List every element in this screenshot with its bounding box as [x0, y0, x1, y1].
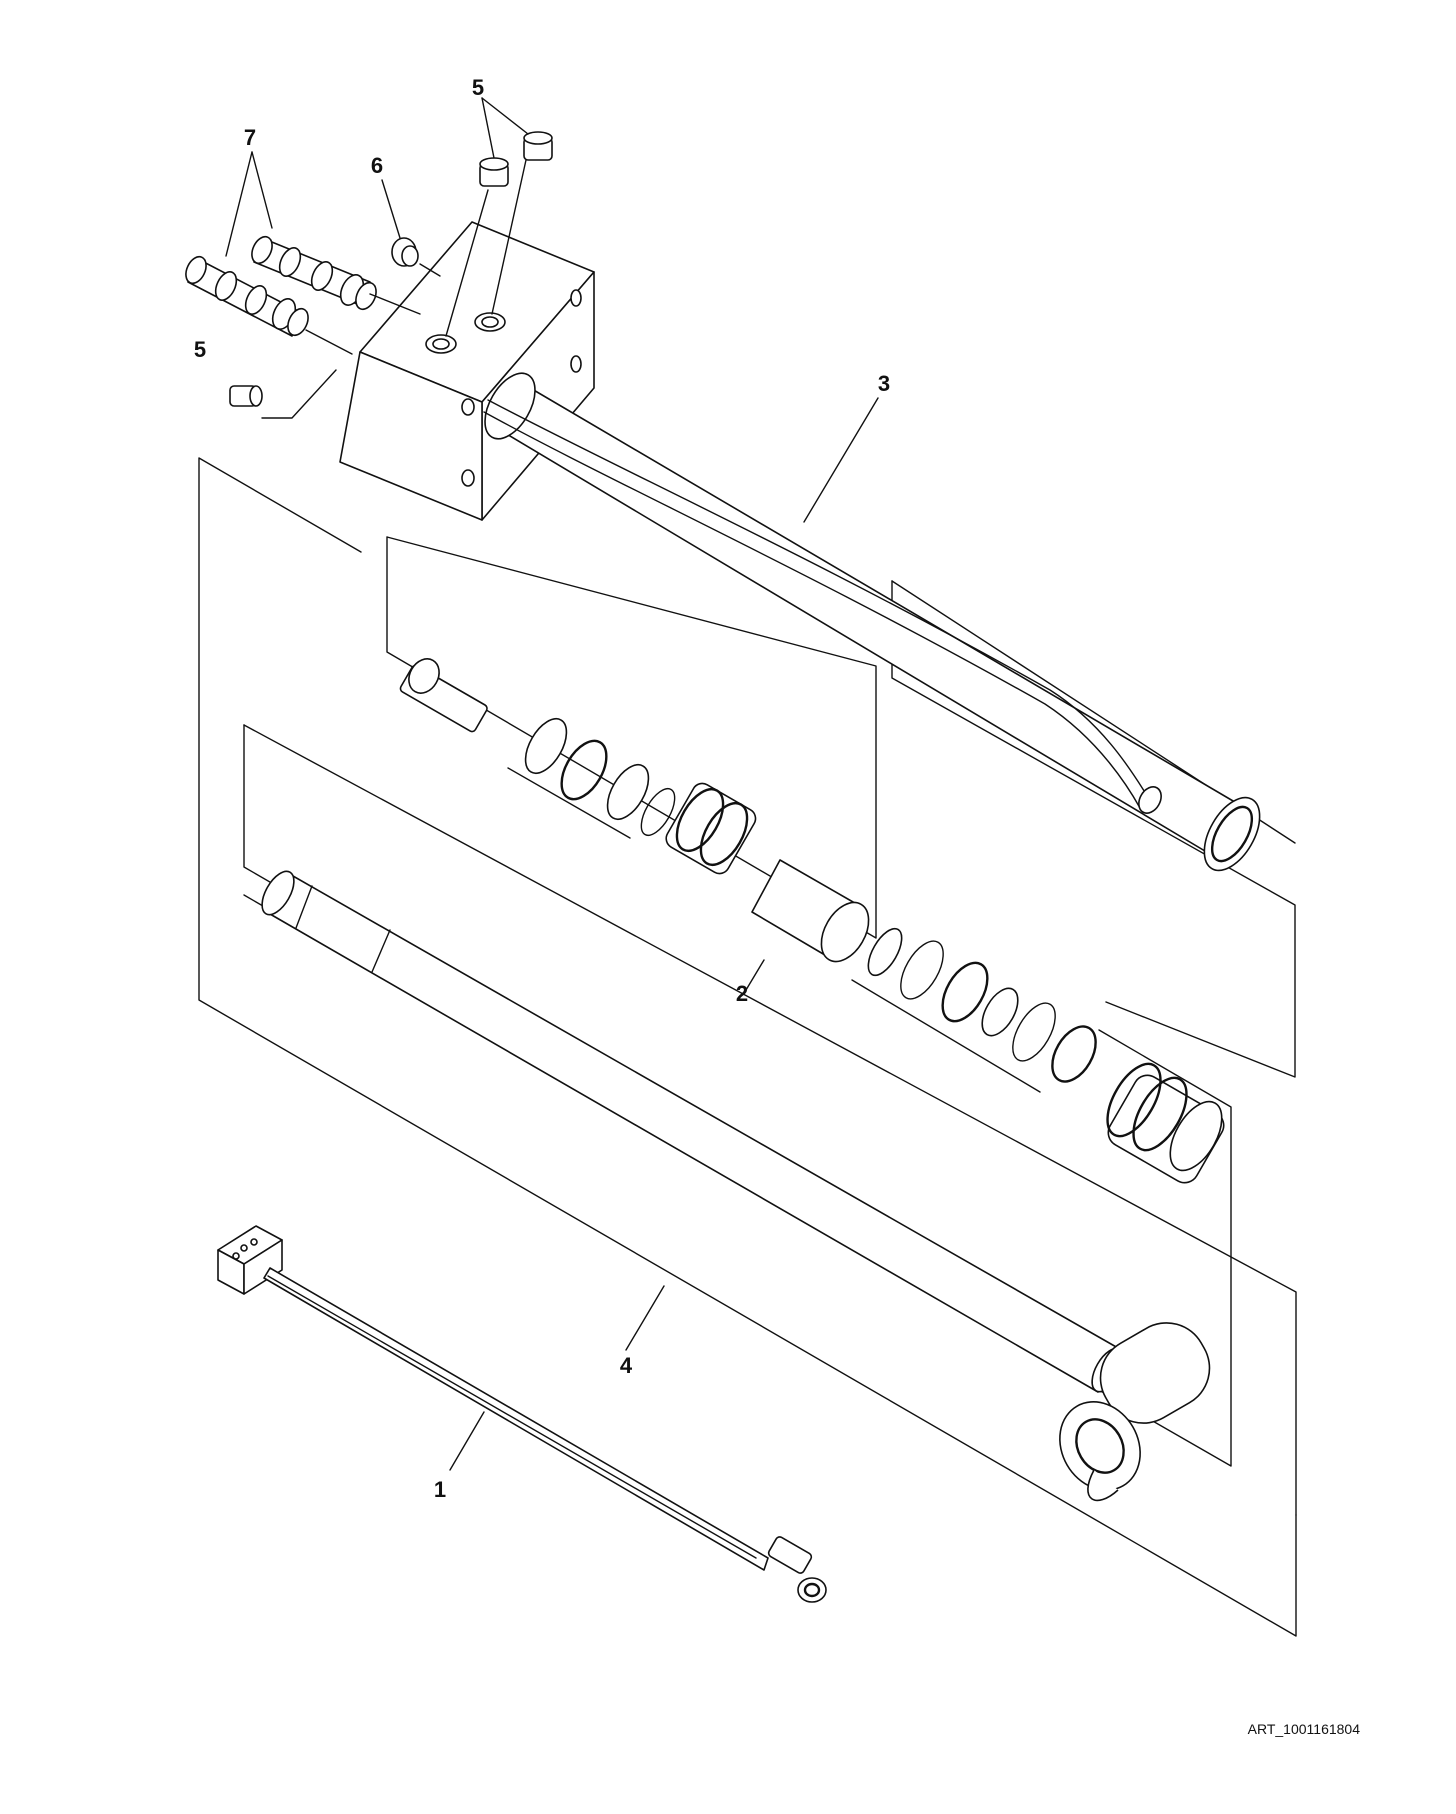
callout-2: 2 — [735, 981, 749, 1006]
callout-3: 3 — [877, 371, 891, 396]
cartridge-valve-lower — [185, 255, 309, 337]
plug-top-right — [523, 131, 553, 161]
callout-6: 6 — [370, 153, 384, 178]
seal-plug — [391, 237, 419, 267]
plug-top-left — [479, 157, 509, 187]
callout-5-side: 5 — [193, 337, 207, 362]
valve-block — [339, 221, 595, 521]
art-reference-id: ART_1001161804 — [1247, 1721, 1360, 1737]
rod-eye — [1059, 1322, 1211, 1502]
cylinder-barrel — [483, 372, 1261, 872]
callout-4: 4 — [619, 1353, 633, 1378]
callout-1: 1 — [433, 1477, 447, 1502]
position-sensor — [217, 1225, 827, 1603]
callout-5-top: 5 — [471, 75, 485, 100]
callout-leaders — [225, 97, 879, 1471]
bracket-frame-outer — [198, 457, 1297, 1637]
seal-kit — [399, 658, 1097, 1083]
cartridge-valve-upper — [251, 235, 377, 311]
piston-head — [1106, 1062, 1225, 1184]
callout-7: 7 — [243, 125, 257, 150]
plug-side — [229, 385, 263, 407]
